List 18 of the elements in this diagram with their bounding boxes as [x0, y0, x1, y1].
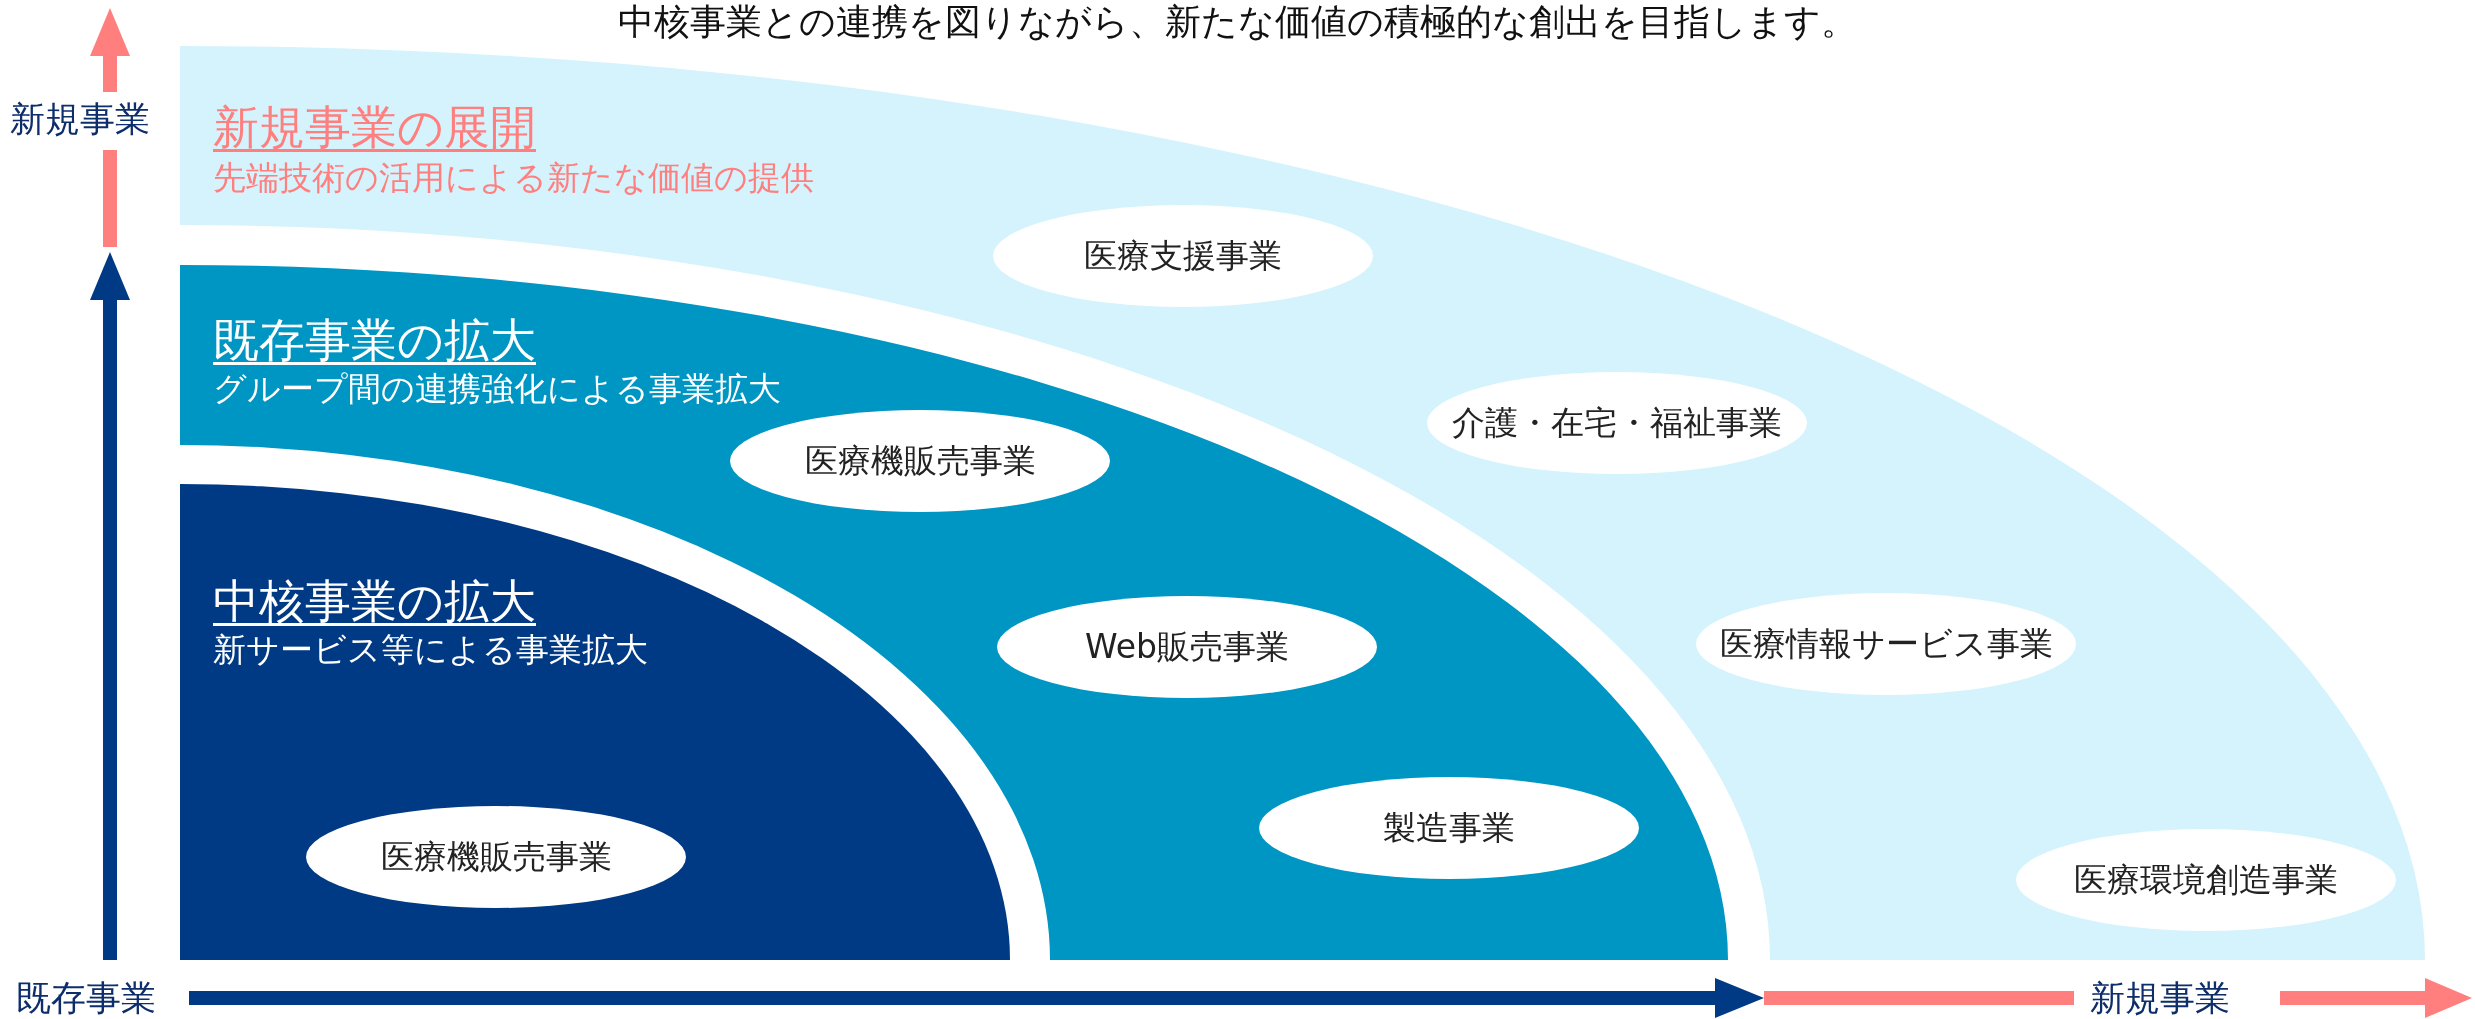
axis-label: 既存事業	[16, 977, 156, 1019]
business-label: 介護・在宅・福祉事業	[1452, 401, 1782, 444]
band-heading: 新規事業の展開	[213, 100, 536, 156]
band-heading: 既存事業の拡大	[213, 313, 536, 369]
business-label: 製造事業	[1383, 806, 1515, 849]
business-label: 医療機販売事業	[380, 835, 612, 878]
axis-label: 新規事業	[2090, 977, 2230, 1019]
heading: 中核事業との連携を図りながら、新たな価値の積極的な創出を目指します。	[617, 0, 1858, 44]
band-heading: 中核事業の拡大	[213, 574, 536, 630]
business-label: 医療支援事業	[1084, 234, 1282, 277]
business-label: Web販売事業	[1085, 625, 1289, 668]
band-subtitle: 先端技術の活用による新たな価値の提供	[213, 158, 814, 198]
axis-label: 新規事業	[10, 98, 150, 140]
business-label: 医療情報サービス事業	[1719, 622, 2053, 665]
business-label: 医療環境創造事業	[2074, 858, 2338, 901]
band-subtitle: 新サービス等による事業拡大	[213, 630, 648, 670]
business-label: 医療機販売事業	[804, 439, 1036, 482]
band-subtitle: グループ間の連携強化による事業拡大	[213, 369, 781, 409]
